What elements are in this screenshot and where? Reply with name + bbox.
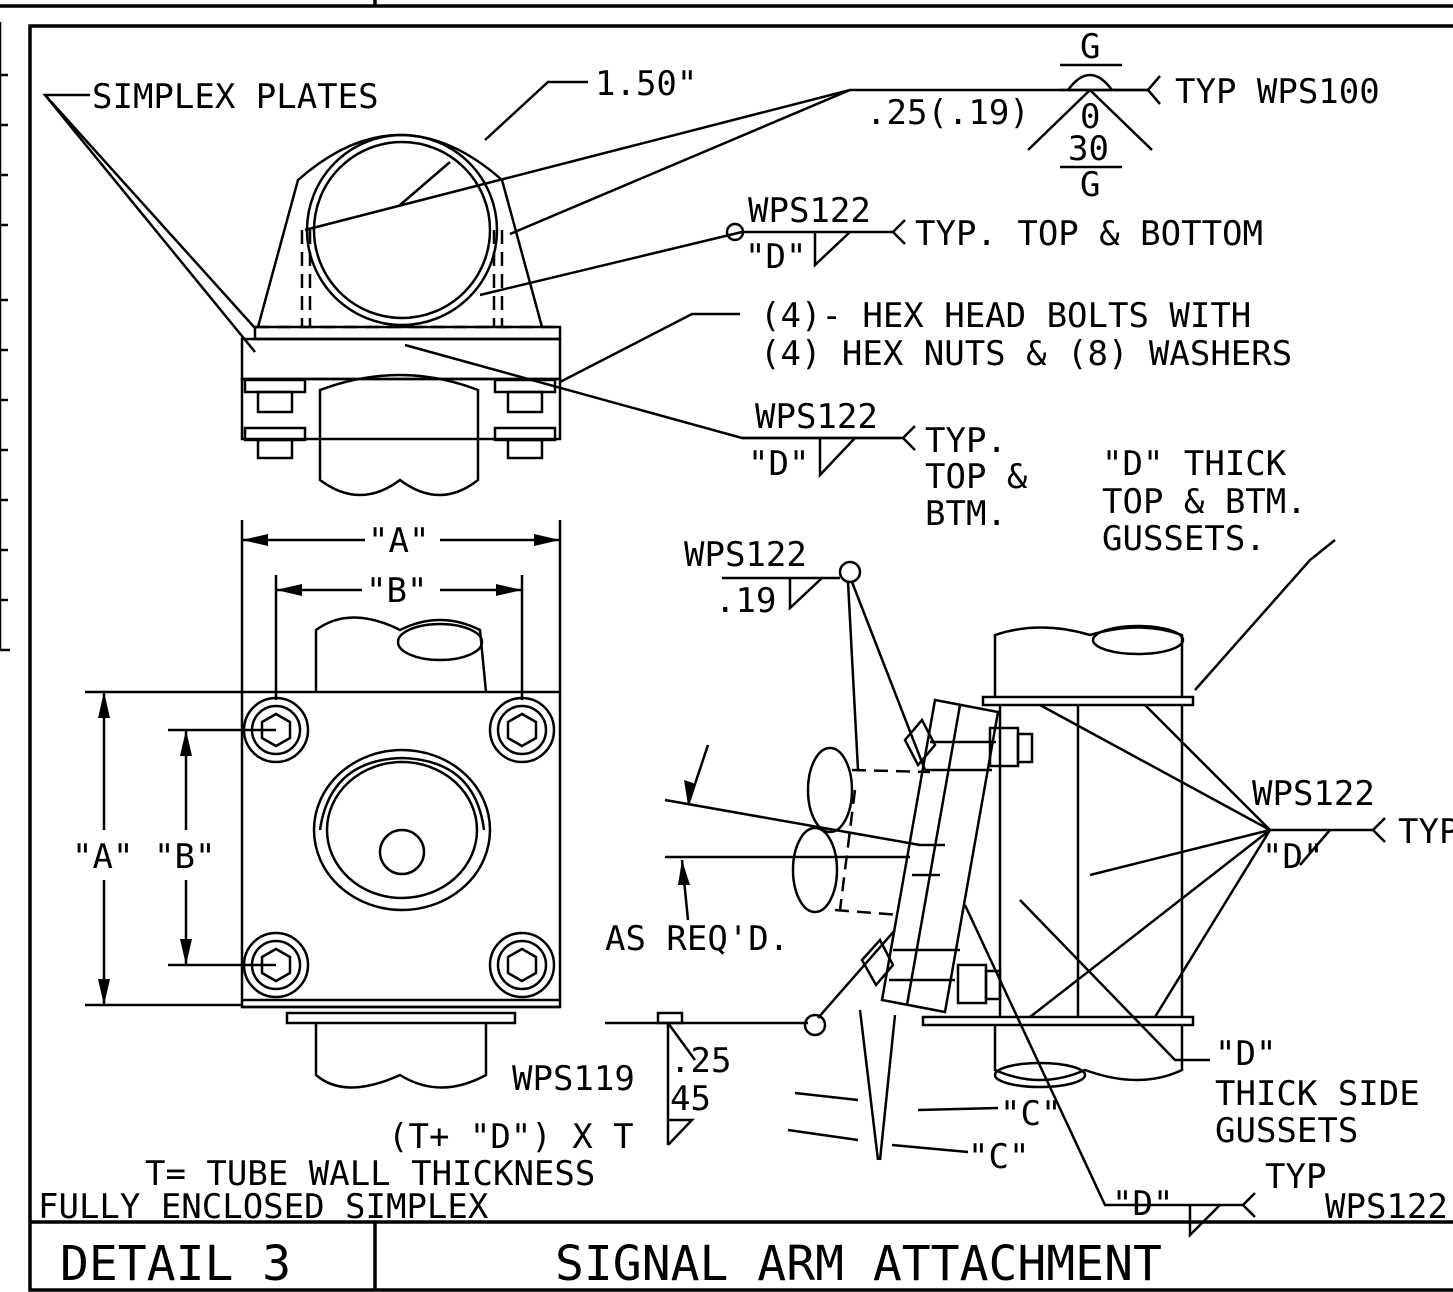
label-dim-a-side: "A" bbox=[72, 837, 133, 877]
weld-symbol-typ-top-btm bbox=[742, 425, 916, 479]
label-typ-b3: BTM. bbox=[925, 494, 1007, 534]
label-typ-e: TYP bbox=[1265, 1157, 1326, 1197]
label-dim-25: .25 bbox=[670, 1041, 731, 1081]
labels: SIMPLEX PLATES 1.50" .25(.19) G 0 30 G T… bbox=[38, 27, 1453, 1227]
label-side-gusset1: "D" bbox=[1215, 1034, 1276, 1074]
label-d-d: "D" bbox=[1262, 837, 1323, 877]
label-dim-a-top: "A" bbox=[368, 521, 429, 561]
label-typ-b2: TOP & bbox=[925, 457, 1028, 497]
top-bolt-left bbox=[243, 378, 307, 460]
weld-symbol-wps119 bbox=[605, 1011, 827, 1146]
label-as-reqd: AS REQ'D. bbox=[605, 919, 789, 959]
label-gusset-line1: "D" THICK bbox=[1102, 444, 1287, 484]
label-side-gusset3: GUSSETS bbox=[1215, 1111, 1358, 1151]
label-bolts-line1: (4)- HEX HEAD BOLTS WITH bbox=[760, 296, 1251, 336]
label-wps122-c: WPS122 bbox=[684, 535, 807, 575]
label-fully-enclosed: FULLY ENCLOSED SIMPLEX bbox=[38, 1187, 489, 1227]
front-bolt-tr bbox=[488, 696, 556, 764]
label-wps122-e: WPS122 bbox=[1325, 1187, 1448, 1227]
label-weld-0: 0 bbox=[1080, 97, 1100, 137]
label-simplex-plates: SIMPLEX PLATES bbox=[92, 77, 379, 117]
label-dim-c1: "C" bbox=[1000, 1094, 1061, 1134]
label-dim-b-side: "B" bbox=[154, 837, 215, 877]
label-d-e: "D" bbox=[1112, 1184, 1173, 1224]
label-wps122-d: WPS122 bbox=[1252, 774, 1375, 814]
weld-symbol-wps100 bbox=[1027, 63, 1161, 169]
label-d-b: "D" bbox=[748, 444, 809, 484]
label-dim-150: 1.50" bbox=[595, 64, 697, 104]
label-weld-025: .25(.19) bbox=[866, 93, 1030, 133]
label-weld-g-top: G bbox=[1080, 27, 1100, 67]
drawing-title: SIGNAL ARM ATTACHMENT bbox=[555, 1236, 1162, 1292]
top-view bbox=[240, 133, 562, 497]
front-dimensions bbox=[85, 520, 562, 1007]
side-leaders bbox=[664, 539, 1386, 1239]
label-weld-g-bottom: G bbox=[1080, 165, 1100, 205]
label-wps122-b: WPS122 bbox=[755, 397, 878, 437]
label-gusset-line3: GUSSETS. bbox=[1102, 519, 1266, 559]
front-view bbox=[240, 616, 562, 1089]
label-dim-c2: "C" bbox=[968, 1137, 1029, 1177]
label-typ-b1: TYP. bbox=[925, 421, 1007, 461]
top-leaders bbox=[42, 80, 1148, 440]
weld-symbol-top-bottom bbox=[742, 219, 906, 268]
label-bolts-line2: (4) HEX NUTS & (8) WASHERS bbox=[760, 334, 1292, 374]
label-dim-019: .19 bbox=[715, 581, 776, 621]
title-block: DETAIL 3 SIGNAL ARM ATTACHMENT bbox=[60, 1236, 1162, 1292]
label-tube-wall: T= TUBE WALL THICKNESS bbox=[145, 1154, 595, 1194]
label-typ-wps100: TYP WPS100 bbox=[1175, 72, 1380, 112]
label-d-a: "D" bbox=[745, 237, 806, 277]
label-wps119: WPS119 bbox=[512, 1059, 635, 1099]
label-wps122-a: WPS122 bbox=[748, 191, 871, 231]
label-side-gusset2: THICK SIDE bbox=[1215, 1074, 1420, 1114]
top-bolt-right bbox=[493, 378, 557, 460]
detail-number: DETAIL 3 bbox=[60, 1236, 291, 1292]
side-view bbox=[791, 624, 1195, 1161]
label-t-plus-d: (T+ "D") X T bbox=[388, 1117, 634, 1157]
label-gusset-line2: TOP & BTM. bbox=[1102, 482, 1307, 522]
label-weld-30: 30 bbox=[1068, 129, 1109, 169]
label-dim-b-top: "B" bbox=[366, 571, 427, 611]
label-typ-top-bottom: TYP. TOP & BOTTOM bbox=[915, 214, 1263, 254]
label-dim-45: 45 bbox=[670, 1079, 711, 1119]
front-bolt-br bbox=[488, 931, 556, 999]
label-typ-d: TYP bbox=[1398, 812, 1453, 852]
